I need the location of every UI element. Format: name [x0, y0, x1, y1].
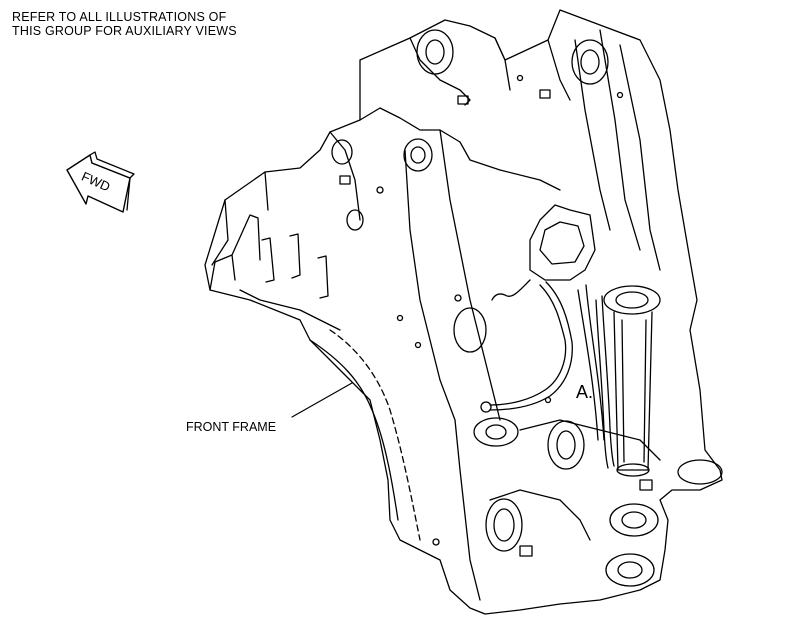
front-frame-outline [204, 9, 723, 615]
front-frame-leader [291, 382, 353, 418]
front-frame-label: FRONT FRAME [186, 420, 277, 434]
reference-note-line-2: THIS GROUP FOR AUXILIARY VIEWS [12, 24, 237, 38]
cylinder-assembly [480, 204, 661, 477]
fwd-arrow-icon: FWD [66, 151, 135, 213]
reference-note: REFER TO ALL ILLUSTRATIONS OF THIS GROUP… [12, 10, 237, 38]
view-a-label: A. [576, 382, 594, 402]
reference-note-line-1: REFER TO ALL ILLUSTRATIONS OF [12, 10, 227, 24]
